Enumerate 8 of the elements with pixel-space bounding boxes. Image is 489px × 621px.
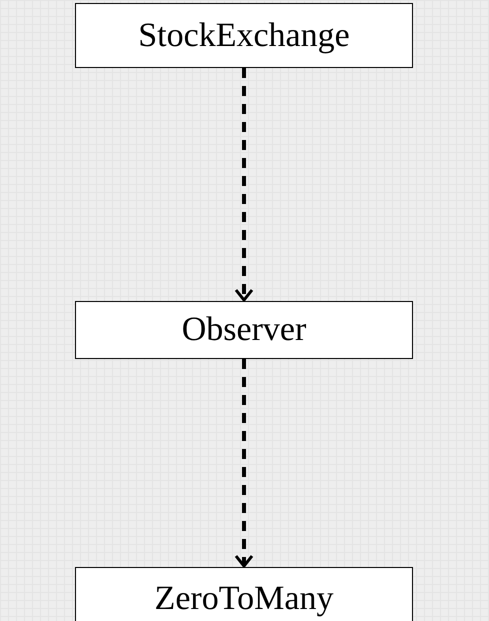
class-box xyxy=(75,3,413,68)
class-name: StockExchange xyxy=(138,16,350,54)
class-box xyxy=(75,301,413,359)
class-box xyxy=(75,567,413,621)
dependency-arrow xyxy=(234,68,254,302)
class-name: ZeroToMany xyxy=(154,580,334,618)
dependency-arrow xyxy=(234,359,254,568)
class-name: Observer xyxy=(182,311,306,349)
